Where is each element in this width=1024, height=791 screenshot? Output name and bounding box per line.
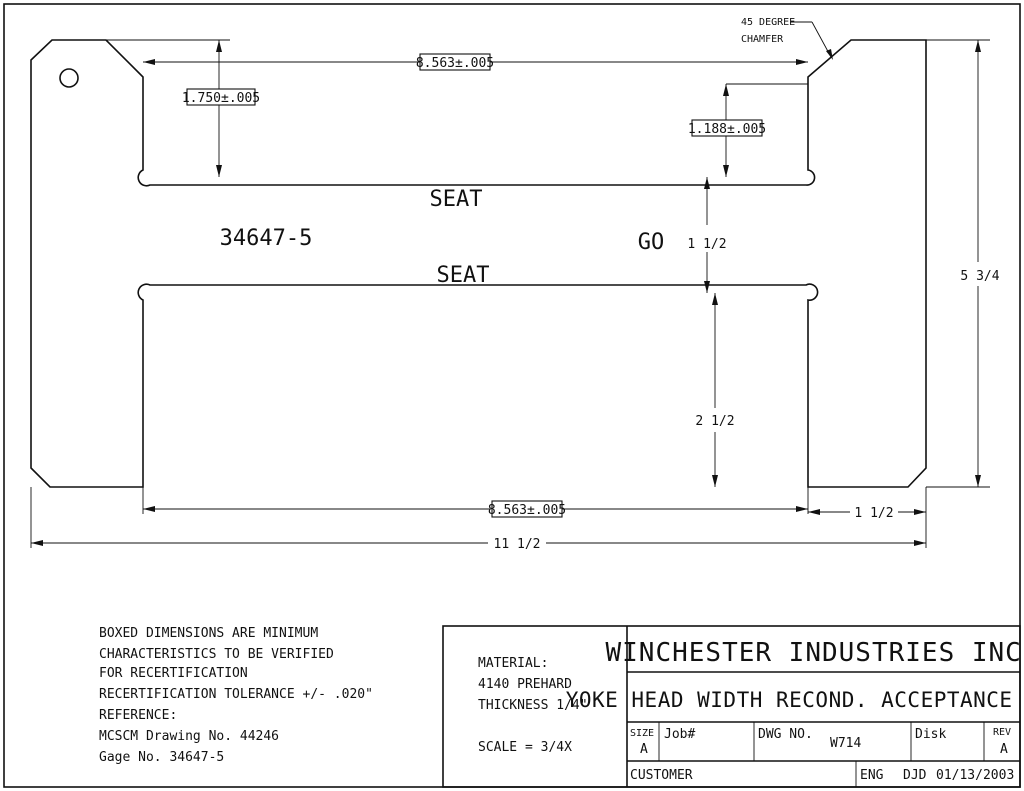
dim-lower-leg: 2 1/2 [695,414,734,429]
dim-top-width-box [419,53,491,71]
date-value: 01/13/2003 [936,768,1014,783]
dim-bottom-width: 8.563±.005 [488,503,566,518]
dim-left-depth-box [186,88,256,106]
eng-value: DJD [903,768,927,783]
note-line: Gage No. 34647-5 [99,750,224,765]
scale-note: SCALE = 3/4X [478,740,572,755]
note-line: MCSCM Drawing No. 44246 [99,729,279,744]
chamfer-note-line2: CHAMFER [741,34,784,45]
material-label: MATERIAL: [478,656,548,671]
dim-right-depth-box [691,119,763,137]
part-title: YOKE HEAD WIDTH RECOND. ACCEPTANCE GAGE [566,688,1024,712]
seat-label-upper: SEAT [430,187,483,212]
note-line: BOXED DIMENSIONS ARE MINIMUM [99,626,318,641]
dim-right-depth: 1.188±.005 [688,122,766,137]
notes-block: BOXED DIMENSIONS ARE MINIMUM CHARACTERIS… [99,626,373,765]
dwg-value: W714 [830,736,861,751]
rev-value: A [1000,742,1008,757]
seat-label-lower: SEAT [437,263,490,288]
note-line: FOR RECERTIFICATION [99,666,248,681]
note-line: REFERENCE: [99,708,177,723]
company-name: WINCHESTER INDUSTRIES INC. [606,638,1024,668]
note-line: CHARACTERISTICS TO BE VERIFIED [99,647,334,662]
dim-bottom-width-box [491,500,563,518]
dim-gap: 1 1/2 [687,237,726,252]
dwg-label: DWG NO. [758,727,813,742]
dim-overall-height: 5 3/4 [960,269,999,284]
title-block: MATERIAL: 4140 PREHARD THICKNESS 1/4" SC… [442,625,1024,788]
gage-outline [30,39,927,488]
rev-label: REV [993,727,1011,738]
disk-label: Disk [915,727,946,742]
note-line: RECERTIFICATION TOLERANCE +/- .020" [99,687,373,702]
chamfer-note-line1: 45 DEGREE [741,17,795,28]
dim-top-width: 8.563±.005 [416,56,494,71]
dim-overall-width: 11 1/2 [494,537,541,552]
mounting-hole [59,68,79,88]
eng-label: ENG [860,768,884,783]
dim-left-depth: 1.750±.005 [182,91,260,106]
size-value: A [640,742,648,757]
job-label: Job# [664,727,695,742]
material-thickness: THICKNESS 1/4" [478,698,588,713]
go-label: GO [638,230,665,255]
size-label: SIZE [630,728,654,739]
material-grade: 4140 PREHARD [478,677,572,692]
part-number-label: 34647-5 [220,226,313,251]
dim-right-leg-width: 1 1/2 [854,506,893,521]
customer-label: CUSTOMER [630,768,693,783]
